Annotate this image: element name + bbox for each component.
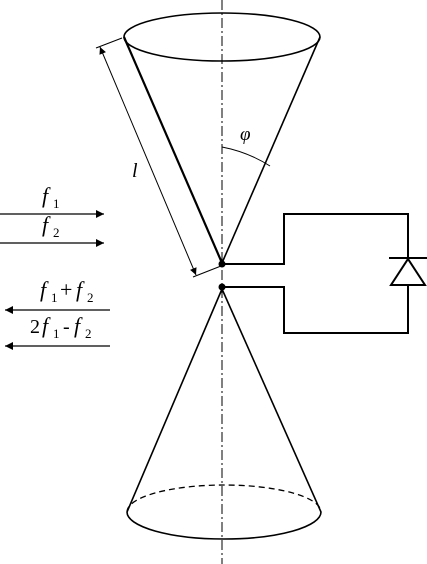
- diode-circuit: [222, 213, 427, 334]
- svg-text:2: 2: [30, 316, 40, 338]
- svg-text:f: f: [42, 313, 51, 338]
- incoming-f1: f 1: [0, 183, 104, 218]
- lower-cone-left-edge: [126, 288, 223, 513]
- svg-text:f: f: [42, 212, 51, 237]
- angle-arc: [221, 146, 271, 167]
- svg-text:f: f: [74, 313, 83, 338]
- svg-text:-: -: [63, 316, 70, 338]
- lower-cone: [126, 288, 322, 540]
- diode-icon: [389, 257, 427, 286]
- svg-text:2: 2: [53, 225, 60, 240]
- svg-text:1: 1: [53, 196, 60, 211]
- lower-cone-rim-front: [126, 511, 322, 540]
- outgoing-f1-plus-f2: f 1 + f 2: [5, 277, 110, 314]
- lower-cone-right-edge: [221, 288, 322, 513]
- svg-text:2: 2: [85, 326, 92, 341]
- length-label: l: [132, 160, 138, 182]
- svg-text:f: f: [40, 277, 49, 302]
- upper-cone-left-edge: [122, 36, 224, 264]
- svg-text:2: 2: [87, 290, 94, 305]
- length-dimension: [95, 37, 222, 278]
- svg-text:f: f: [42, 183, 51, 208]
- svg-text:1: 1: [51, 290, 58, 305]
- outgoing-2f1-minus-f2: 2 f 1 - f 2: [5, 313, 110, 350]
- incoming-f2: f 2: [0, 212, 104, 247]
- angle-label: φ: [240, 124, 251, 145]
- svg-text:f: f: [76, 277, 85, 302]
- lower-cone-rim-back: [126, 484, 322, 513]
- svg-text:1: 1: [53, 326, 60, 341]
- upper-cone-right-edge: [221, 36, 321, 264]
- svg-text:+: +: [60, 277, 72, 302]
